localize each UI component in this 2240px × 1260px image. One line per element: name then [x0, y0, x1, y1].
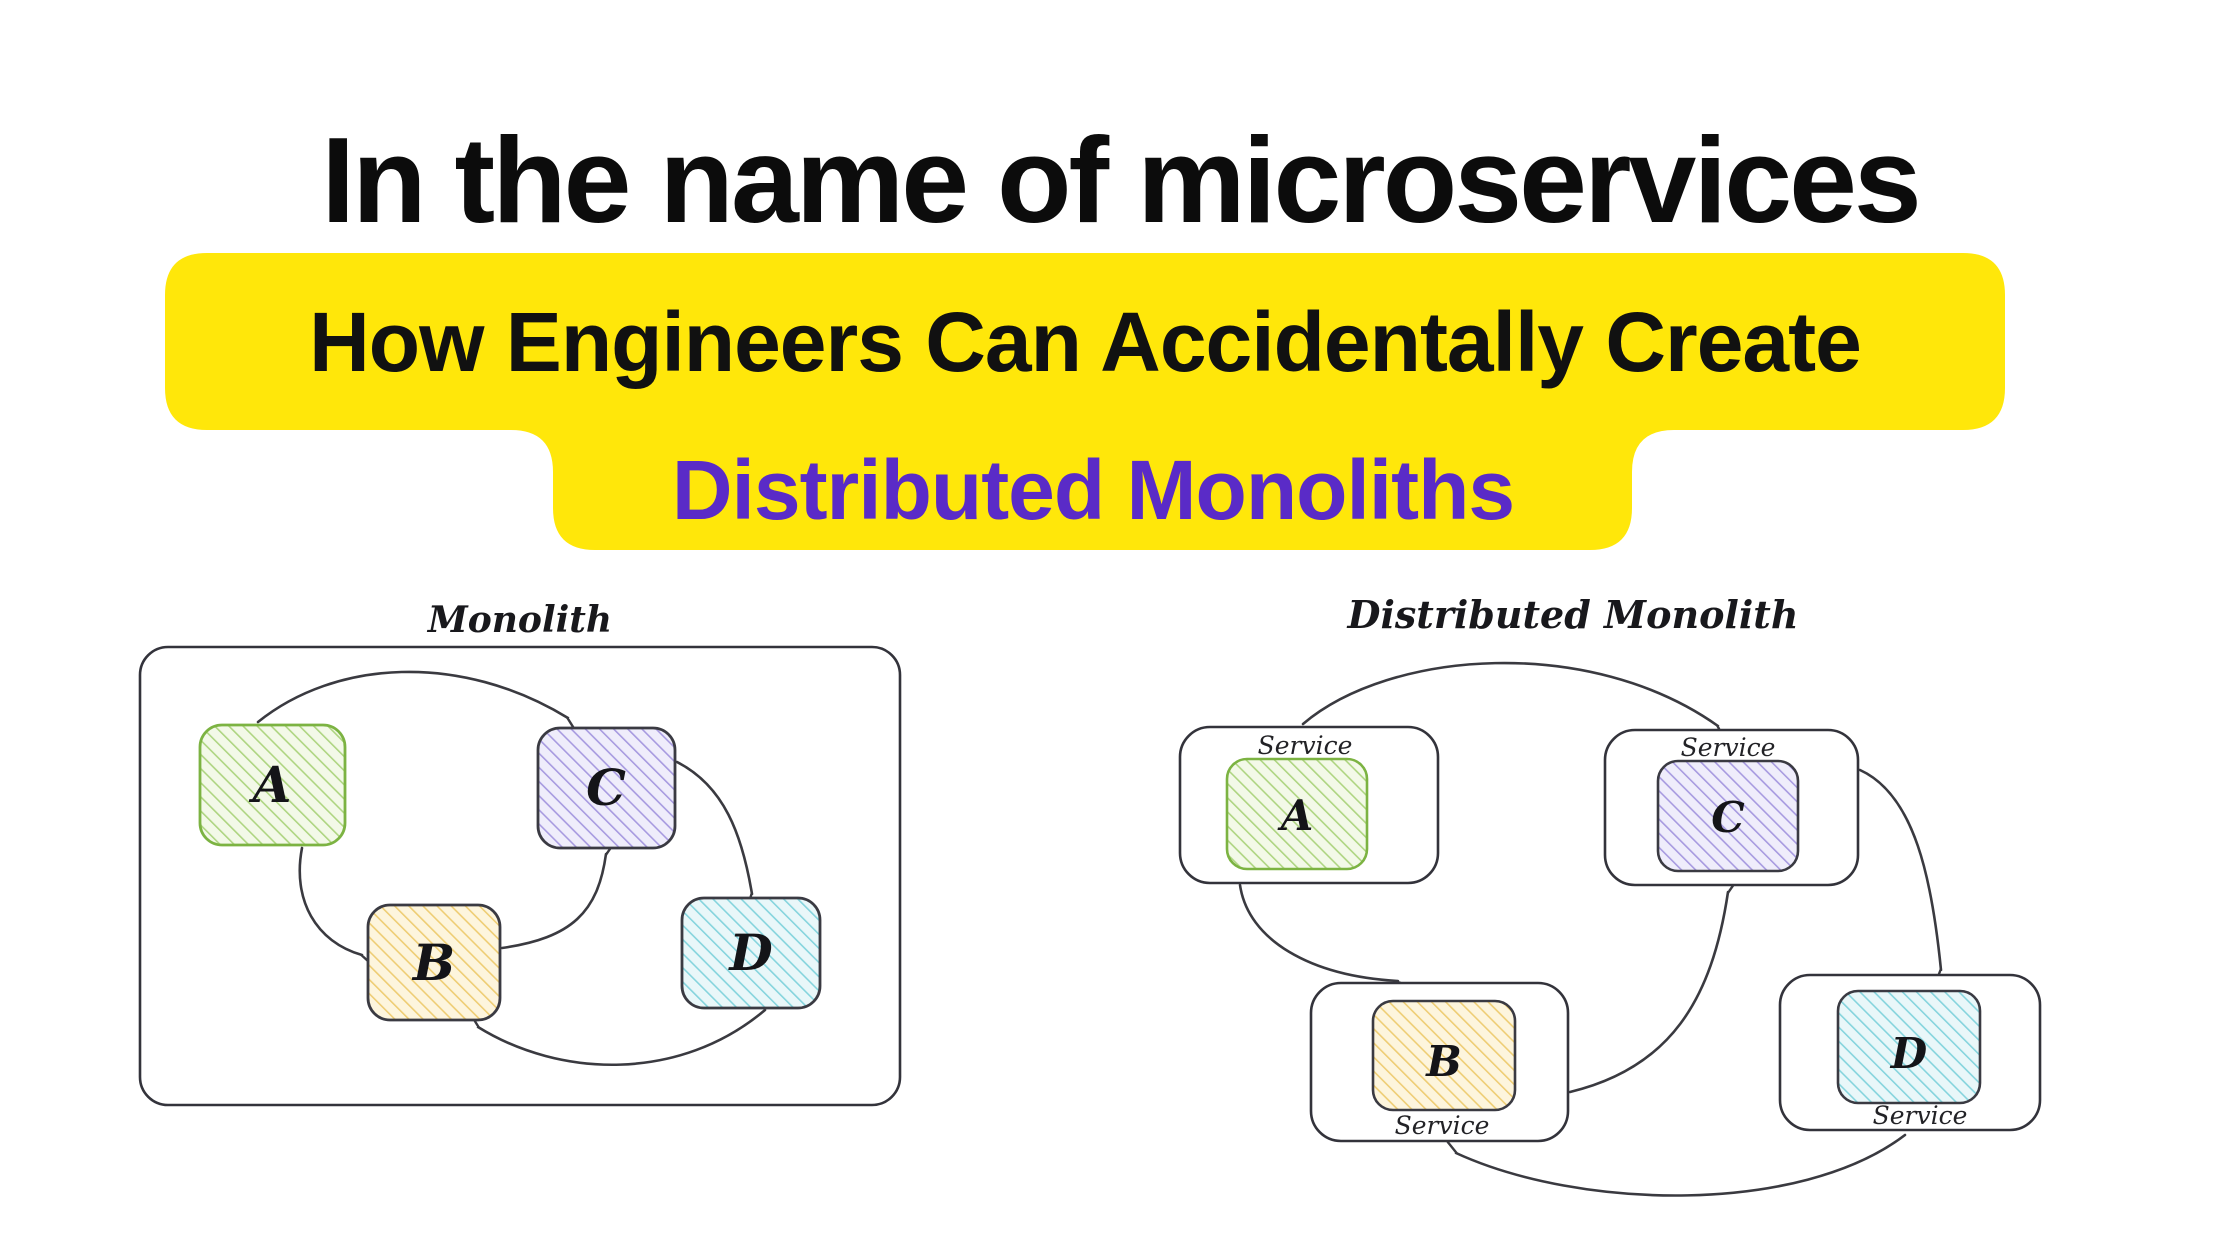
node-a: A	[198, 723, 347, 847]
service-box-b: B Service	[1309, 981, 1570, 1143]
node-d-label: D	[727, 923, 772, 982]
monolith-title: Monolith	[426, 599, 612, 641]
arrow-d-to-b	[478, 1008, 767, 1067]
service-b-label: Service	[1395, 1111, 1490, 1140]
arrow-service-b-to-c	[1568, 892, 1728, 1094]
monolith-diagram: Monolith A C B D	[138, 599, 902, 1107]
banner-line1: How Engineers Can Accidentally Create	[309, 294, 1862, 389]
node-c: C	[536, 726, 677, 850]
arrow-c-to-d	[675, 760, 752, 894]
highlight-banner-shape	[165, 253, 2005, 550]
node-c-label: C	[586, 758, 626, 817]
arrow-b-to-c	[500, 854, 606, 950]
node-b: B	[366, 903, 502, 1022]
service-box-c: Service C	[1603, 728, 1860, 887]
service-a-label: Service	[1258, 731, 1353, 760]
arrow-a-to-c	[256, 670, 568, 722]
node-d: D	[680, 896, 822, 1010]
service-box-a: Service A	[1178, 725, 1440, 885]
node-b-label: B	[411, 933, 455, 992]
banner-background	[165, 253, 2005, 550]
service-b-letter: B	[1425, 1037, 1462, 1086]
arrow-a-to-b	[298, 846, 362, 955]
node-a-label: A	[249, 755, 292, 814]
service-c-label: Service	[1681, 733, 1776, 762]
arrow-service-a-to-c	[1301, 661, 1718, 726]
main-title: In the name of microservices	[321, 112, 1922, 248]
service-box-d: D Service	[1778, 973, 2042, 1132]
distributed-monolith-diagram: Distributed Monolith Service A Service C…	[1178, 592, 2042, 1197]
monolith-container	[138, 645, 902, 1107]
distributed-monolith-title: Distributed Monolith	[1347, 592, 1799, 637]
arrow-service-a-to-b	[1238, 883, 1398, 981]
arrow-service-d-to-b	[1456, 1133, 1907, 1197]
arrow-service-c-to-d	[1858, 768, 1941, 970]
service-a-letter: A	[1277, 791, 1314, 840]
banner-line2: Distributed Monoliths	[671, 443, 1515, 537]
service-d-label: Service	[1873, 1101, 1968, 1130]
service-c-letter: C	[1711, 793, 1745, 842]
service-d-letter: D	[1890, 1029, 1928, 1078]
